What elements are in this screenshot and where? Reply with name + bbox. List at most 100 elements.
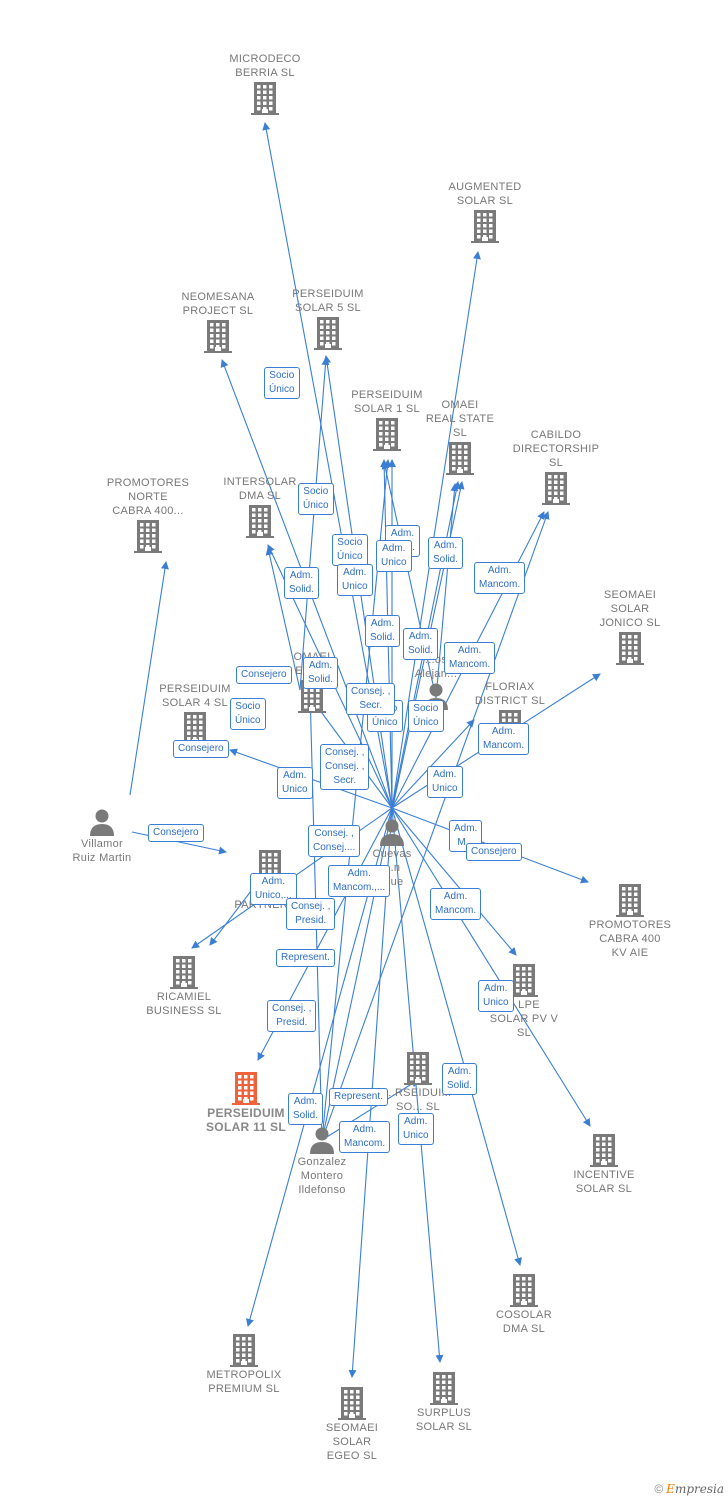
edge-role-label[interactable]: Consej. , Presid. (267, 1000, 317, 1032)
edge-role-label[interactable]: Adm. Mancom. (339, 1121, 391, 1153)
building-icon (204, 320, 232, 353)
building-icon (430, 1372, 458, 1405)
edge-line (299, 357, 330, 691)
edge-role-label[interactable]: Adm. Solid. (428, 537, 464, 569)
company-node-promnorte[interactable]: PROMOTORES NORTE CABRA 400... (88, 476, 208, 554)
copyright-credit[interactable]: ©Empresia (654, 1482, 724, 1496)
edge-role-label[interactable]: Adm. Mancom.,... (328, 865, 391, 897)
edge-role-label[interactable]: Socio Único (298, 483, 334, 515)
company-node-seomaei-jonico[interactable]: SEOMAEI SOLAR JONICO SL (570, 588, 690, 666)
company-node-surplus[interactable]: SURPLUS SOLAR SL (384, 1370, 504, 1434)
company-node-pers11[interactable]: PERSEIDUIM SOLAR 11 SL (186, 1070, 306, 1134)
edge-line (391, 807, 517, 956)
edge-role-label[interactable]: Adm. Mancom. (430, 888, 482, 920)
edge-line (129, 561, 169, 796)
edge-role-label[interactable]: Adm. Solid. (284, 567, 320, 599)
edge-role-label[interactable]: Adm. Unico (376, 540, 412, 572)
node-label: RICAMIEL BUSINESS SL (146, 991, 222, 1017)
edge-line (321, 481, 465, 1141)
company-node-pers4[interactable]: PERSEIDUIM SOLAR 4 SL (135, 682, 255, 746)
company-node-pers5[interactable]: PERSEIDUIM SOLAR 5 SL (268, 287, 388, 351)
edge-role-label[interactable]: Adm. Mancom. (474, 562, 526, 594)
company-node-metropolix[interactable]: METROPOLIX PREMIUM SL (184, 1332, 304, 1396)
person-icon (90, 809, 114, 836)
edge-role-label[interactable]: Adm. Unico (427, 766, 463, 798)
company-node-incentive[interactable]: INCENTIVE SOLAR SL (544, 1132, 664, 1196)
node-label: INTERSOLAR DMA SL (223, 476, 297, 502)
building-icon (616, 884, 644, 917)
node-label: PERSEIDUIM SOLAR 11 SL (206, 1106, 286, 1134)
company-node-ricamiel[interactable]: RICAMIEL BUSINESS SL (124, 954, 244, 1018)
company-node-seomaei-egeo[interactable]: SEOMAEI SOLAR EGEO SL (292, 1385, 412, 1463)
edge-role-label[interactable]: Adm. Solid. (365, 615, 401, 647)
building-icon (170, 956, 198, 989)
person-node-villamor[interactable]: Villamor Ruiz Martin (42, 807, 162, 865)
company-node-cabildo[interactable]: CABILDO DIRECTORSHIP SL (496, 428, 616, 506)
node-label: SURPLUS SOLAR SL (415, 1407, 473, 1433)
brand-initial: E (666, 1482, 675, 1496)
building-icon (314, 317, 342, 350)
company-node-intersolar[interactable]: INTERSOLAR DMA SL (200, 475, 320, 539)
edge-role-label[interactable]: Adm. Unico (478, 980, 514, 1012)
node-label: SEOMAEI SOLAR JONICO SL (599, 589, 661, 629)
edge-role-label[interactable]: Adm. Mancom. (478, 723, 530, 755)
edge-line (391, 807, 591, 1127)
edge-role-label[interactable]: Consejero (466, 843, 522, 861)
edge-role-label[interactable]: Consejero (173, 740, 229, 758)
building-icon (338, 1387, 366, 1420)
edge-role-label[interactable]: Adm. Unico,... (250, 873, 297, 905)
company-node-cosolar[interactable]: COSOLAR DMA SL (464, 1272, 584, 1336)
edge-line (321, 1079, 419, 1141)
edge-role-label[interactable]: Socio Único (332, 534, 368, 566)
node-label: METROPOLIX PREMIUM SL (206, 1369, 282, 1395)
building-icon (134, 520, 162, 553)
building-icon (446, 442, 474, 475)
person-node-gonzalez[interactable]: Gonzalez Montero Ildefonso (262, 1125, 382, 1197)
edge-role-label[interactable]: Adm. Solid. (288, 1093, 324, 1125)
node-label: PERSEIDUIM SOLAR 1 SL (351, 389, 423, 415)
building-icon (404, 1052, 432, 1085)
company-node-promcabra[interactable]: PROMOTORES CABRA 400 KV AIE (570, 882, 690, 960)
edge-role-label[interactable]: Consejero (148, 824, 204, 842)
edge-role-label[interactable]: Adm. Solid. (303, 657, 339, 689)
company-node-neomesana[interactable]: NEOMESANA PROJECT SL (158, 290, 278, 354)
edge-role-label[interactable]: Represent. (329, 1088, 388, 1106)
edge-role-label[interactable]: Adm. Mancom. (444, 642, 496, 674)
company-node-augmented[interactable]: AUGMENTED SOLAR SL (425, 180, 545, 244)
edge-role-label[interactable]: Adm. Solid. (442, 1063, 478, 1095)
edge-line (131, 831, 227, 855)
edge-line (391, 807, 522, 1266)
edge-role-label[interactable]: Adm. Unico (277, 767, 313, 799)
person-icon (310, 1127, 334, 1154)
edge-role-label[interactable]: Socio Único (230, 698, 266, 730)
edge-role-label[interactable]: Consej. , Secr. (346, 683, 396, 715)
company-node-omaei-rs[interactable]: OMAEI REAL STATE SL (400, 398, 520, 476)
edge-role-label[interactable]: Consej. , Presid. (286, 898, 336, 930)
edge-role-label[interactable]: Adm. Unico (337, 564, 373, 596)
node-label: ...RSEIDUIM SO... SL (384, 1087, 452, 1113)
edge-role-label[interactable]: Consejero (236, 666, 292, 684)
building-icon (542, 472, 570, 505)
company-node-calpe[interactable]: ...LPE SOLAR PV V SL (464, 962, 584, 1040)
edge-role-label[interactable]: Represent. (276, 949, 335, 967)
building-icon (616, 632, 644, 665)
company-node-pers-x[interactable]: ...RSEIDUIM SO... SL (358, 1050, 478, 1114)
edge-role-label[interactable]: Consej. , Consej.... (308, 825, 361, 857)
edge-role-label[interactable]: Consej. , Consej. , Secr. (320, 744, 370, 790)
company-node-pers1[interactable]: PERSEIDUIM SOLAR 1 SL (327, 388, 447, 452)
edge-role-label[interactable]: Socio Único (264, 367, 300, 399)
edge-line (321, 459, 392, 1141)
building-icon (510, 1274, 538, 1307)
building-icon (471, 210, 499, 243)
edge-line (391, 251, 481, 809)
node-label: PROMOTORES NORTE CABRA 400... (106, 477, 190, 517)
edge-line (435, 483, 459, 699)
edge-line (265, 547, 301, 691)
edge-role-label[interactable]: Adm. Solid. (403, 628, 439, 660)
company-node-microdeco[interactable]: MICRODECO BERRIA SL (205, 52, 325, 116)
edge-role-label[interactable]: Adm. Unico (398, 1113, 434, 1145)
edge-role-label[interactable]: Socio Único (408, 700, 444, 732)
node-label: SEOMAEI SOLAR EGEO SL (325, 1422, 379, 1462)
node-label: COSOLAR DMA SL (496, 1309, 552, 1335)
